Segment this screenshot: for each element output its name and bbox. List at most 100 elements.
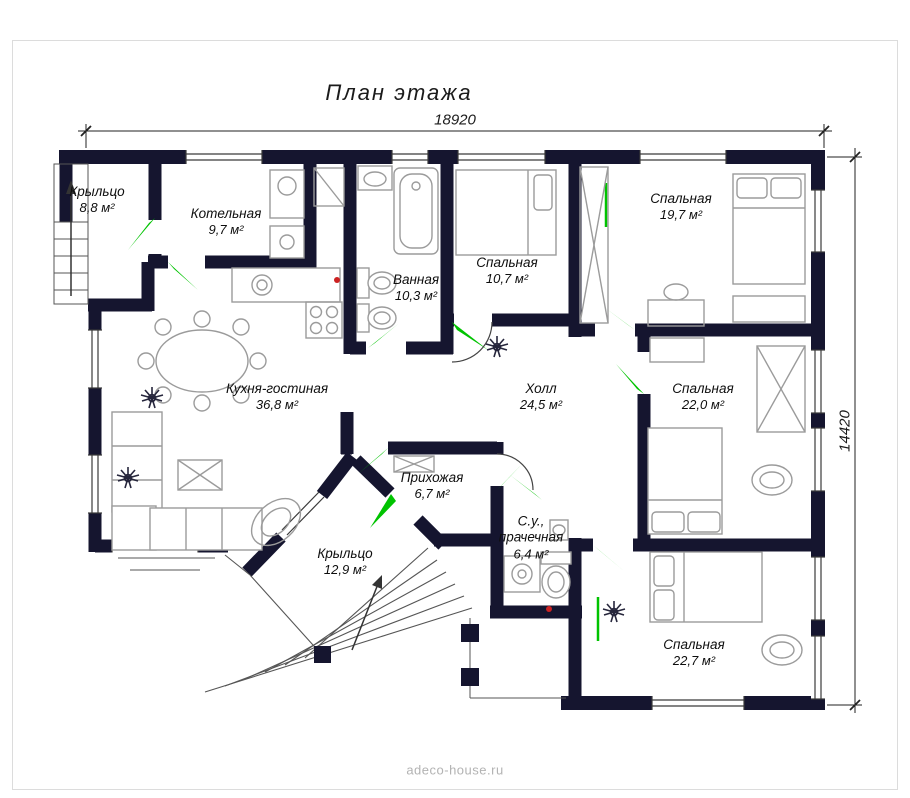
room-name: Крыльцо: [317, 545, 373, 561]
room-label-bedroom-2: Спальная 19,7 м²: [650, 191, 711, 223]
pillow: [533, 174, 553, 211]
room-name: Ванная: [392, 271, 440, 287]
chair: [154, 318, 172, 336]
room-label-laundry: С.у., прачечная 6,4 м²: [499, 514, 563, 563]
sliding-door-marks: [596, 183, 608, 641]
room-label-bedroom-3: Спальная 22,0 м²: [672, 381, 733, 413]
armchair: [761, 634, 803, 666]
chair: [249, 352, 267, 370]
room-label-bedroom-1: Спальная 10,7 м²: [476, 255, 537, 287]
room-label-kitchen-living: Кухня-гостиная 36,8 м²: [226, 381, 328, 413]
pillow: [770, 177, 802, 199]
room-name: Кухня-гостиная: [225, 380, 329, 396]
chair: [193, 310, 211, 328]
toilet: [356, 267, 397, 299]
kitchen-sink: [251, 274, 273, 296]
dresser: [756, 345, 806, 433]
plant-icon: [602, 600, 626, 623]
pillow: [653, 589, 675, 621]
room-name: Спальная: [663, 636, 725, 652]
chair: [232, 318, 250, 336]
bed: [732, 173, 806, 285]
bench: [393, 455, 435, 473]
furniture-bedroom-3: [647, 337, 806, 535]
pillow: [653, 555, 675, 587]
dimension-lines: [78, 124, 862, 713]
wardrobe: [579, 166, 609, 324]
room-area: 9,7 м²: [208, 222, 244, 238]
room-area: 22,7 м²: [672, 653, 716, 669]
kitchen-counter: [231, 267, 341, 303]
stairs-top-left: [53, 163, 89, 305]
room-name: Спальная: [476, 254, 538, 270]
back-porch: [314, 618, 566, 699]
bed: [649, 551, 763, 623]
bed: [455, 169, 557, 256]
furniture-entry: [393, 455, 435, 473]
room-label-bedroom-4: Спальная 22,7 м²: [663, 637, 724, 669]
coffee-table: [177, 459, 223, 491]
chair: [137, 352, 155, 370]
desk: [649, 337, 705, 363]
room-name: С.у., прачечная: [498, 513, 564, 546]
room-label-porch-top: Крыльцо 8,8 м²: [69, 184, 124, 216]
pillar: [461, 668, 479, 686]
watermark: adeco-house.ru: [406, 762, 504, 778]
chair: [193, 394, 211, 412]
stove: [305, 301, 343, 339]
plant-icon: [140, 386, 164, 409]
room-area: 10,3 м²: [394, 288, 438, 304]
dimension-height-label: 14420: [836, 410, 854, 452]
toilet: [540, 551, 572, 599]
fridge: [313, 167, 345, 207]
plant-icon: [485, 335, 509, 358]
room-name: Крыльцо: [69, 183, 125, 199]
pillar: [314, 646, 331, 663]
bench: [732, 295, 806, 323]
armchair: [751, 464, 793, 496]
stairs-up-arrow: [372, 575, 382, 589]
desk: [647, 299, 705, 327]
plumbing-markers: [334, 277, 552, 612]
furniture-bedroom-2: [579, 166, 806, 327]
room-area: 6,4 м²: [513, 546, 549, 562]
room-area: 24,5 м²: [519, 397, 563, 413]
room-name: Котельная: [190, 205, 262, 221]
room-label-hall: Холл 24,5 м²: [520, 381, 562, 413]
armchair: [250, 497, 302, 547]
bathtub: [393, 167, 439, 255]
room-label-boiler-room: Котельная 9,7 м²: [191, 206, 262, 238]
pillar: [461, 624, 479, 642]
chair: [232, 386, 250, 404]
chair: [663, 283, 689, 301]
sink: [549, 519, 569, 541]
stairs-bottom-left: [118, 547, 473, 693]
room-area: 22,0 м²: [681, 397, 725, 413]
room-area: 10,7 м²: [485, 271, 529, 287]
dimension-width-label: 18920: [434, 111, 476, 129]
room-label-entry: Прихожая 6,7 м²: [401, 470, 464, 502]
door-swing-arcs: [451, 321, 534, 491]
bidet: [356, 303, 397, 333]
furniture-bedroom-4: [649, 551, 803, 666]
room-area: 19,7 м²: [659, 207, 703, 223]
pillow: [651, 511, 685, 533]
room-name: Холл: [525, 380, 557, 396]
door-swing-marks: [128, 218, 644, 571]
dining-table: [155, 329, 249, 393]
page-title: План этажа: [325, 80, 473, 105]
room-area: 36,8 м²: [255, 397, 299, 413]
bed: [647, 427, 723, 535]
furniture-kitchen-living: [111, 167, 345, 551]
room-name: Прихожая: [400, 469, 464, 485]
pillow: [736, 177, 768, 199]
stairs-up-arrow: [66, 180, 76, 194]
room-area: 8,8 м²: [79, 200, 115, 216]
furniture-boiler-room: [269, 169, 305, 259]
doors: [128, 183, 644, 641]
furniture-bedroom-1: [455, 169, 557, 256]
furniture-bathroom: [356, 165, 439, 333]
room-name: Спальная: [650, 190, 712, 206]
sofa: [111, 411, 163, 513]
